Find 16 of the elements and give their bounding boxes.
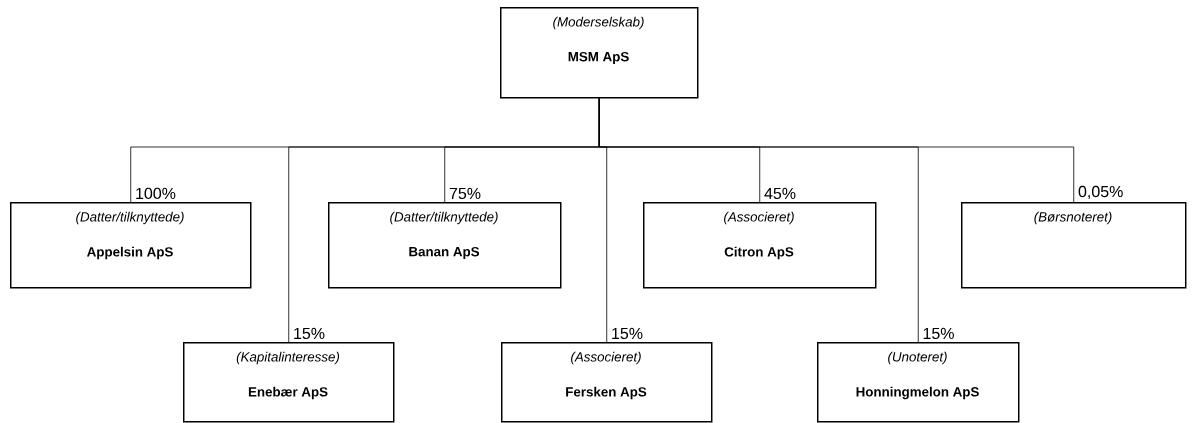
connector-line (598, 98, 1075, 203)
edge-label: 75% (449, 187, 481, 200)
org-box: (Datter/tilknyttede) Appelsin ApS (10, 202, 252, 289)
edge-label: 15% (294, 327, 325, 340)
edge-label: 15% (923, 327, 954, 340)
org-box: (Associeret) Citron ApS (643, 202, 877, 289)
org-box: (Moderselskab) MSM ApS (500, 7, 699, 99)
edge-label: 15% (612, 327, 643, 340)
edge-label: 100% (136, 187, 176, 200)
org-box: (Børsnoteret) (961, 202, 1187, 289)
org-box: (Unoteret) Honningmelon ApS (817, 342, 1020, 423)
org-box: (Kapitalinteresse) Enebær ApS (183, 342, 395, 423)
edge-label: 45% (764, 187, 796, 200)
edge-label: 0,05% (1078, 185, 1123, 200)
org-box: (Associeret) Fersken ApS (501, 342, 713, 423)
org-box: (Datter/tilknyttede) Banan ApS (328, 202, 562, 289)
